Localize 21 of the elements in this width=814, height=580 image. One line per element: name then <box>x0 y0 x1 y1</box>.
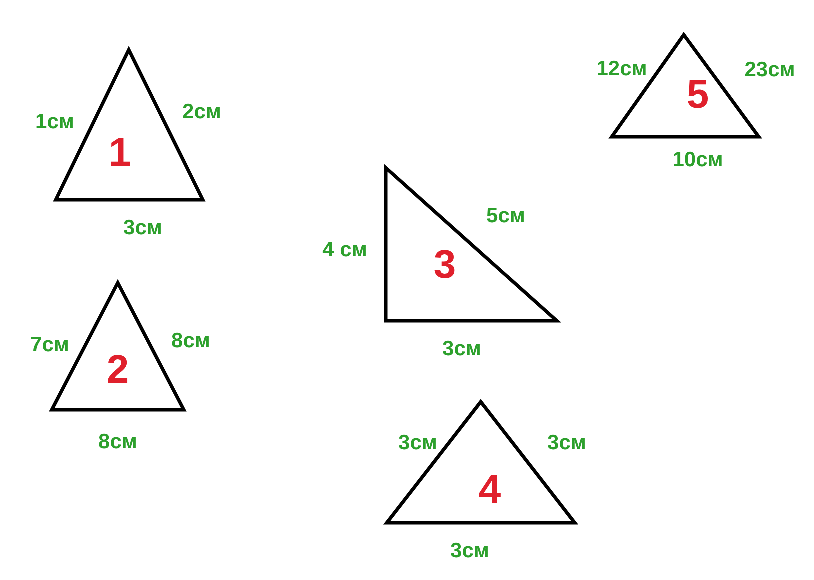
side-length-label: 1см <box>36 112 74 132</box>
side-length-label: 3см <box>398 432 438 454</box>
side-length-label: 5см <box>486 206 526 226</box>
triangle-number: 2 <box>106 350 130 390</box>
side-length-label: 3см <box>450 540 490 562</box>
side-length-label: 23см <box>744 60 796 80</box>
triangle-number: 1 <box>108 133 132 173</box>
side-length-label: 8см <box>172 330 210 352</box>
side-length-label: 10см <box>672 150 724 170</box>
side-length-label: 3см <box>442 338 482 360</box>
side-length-label: 2см <box>182 102 222 122</box>
triangle <box>384 166 559 323</box>
side-length-label: 12см <box>596 58 648 80</box>
side-length-label: 3см <box>548 432 586 454</box>
triangle-number: 3 <box>434 245 456 285</box>
side-length-label: 8см <box>98 432 138 452</box>
side-length-label: 4 см <box>322 240 368 260</box>
side-length-label: 7см <box>30 334 70 356</box>
side-length-label: 3см <box>124 218 162 238</box>
triangle-number: 5 <box>686 75 710 115</box>
triangle-number: 4 <box>478 470 502 510</box>
